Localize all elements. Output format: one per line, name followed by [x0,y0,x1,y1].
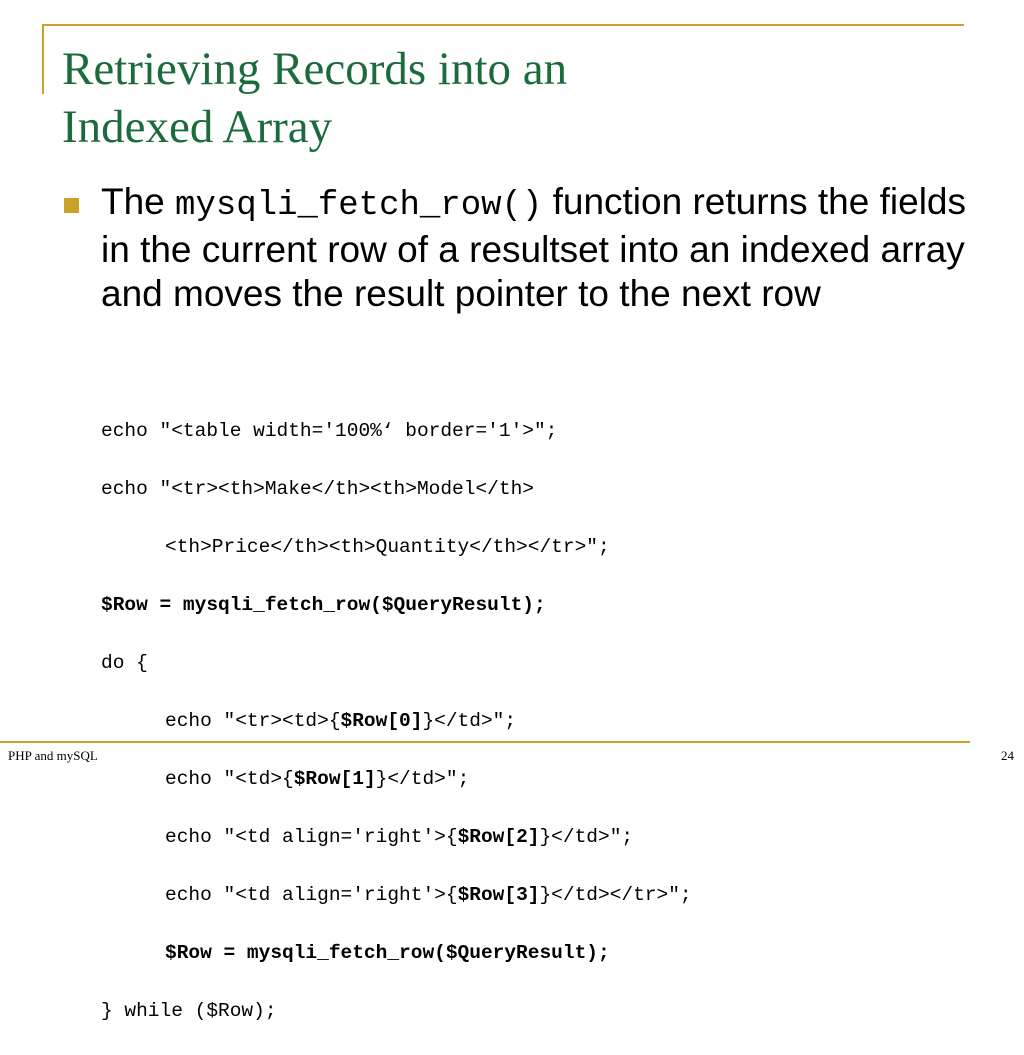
title-line-2: Indexed Array [62,101,333,153]
code-seg: echo "<td align='right'>{ [165,826,458,848]
code-line: $Row = mysqli_fetch_row($QueryResult); [101,939,692,968]
page-number: 24 [1001,748,1014,763]
code-bold: $Row = mysqli_fetch_row($QueryResult); [165,942,610,964]
title-line-1: Retrieving Records into an [62,43,568,95]
code-line: echo "<td align='right'>{$Row[3]}</td></… [101,881,692,910]
left-accent-line [42,24,44,94]
bullet-text-post: function returns the fields in the curre… [101,181,966,314]
top-divider [42,24,964,26]
code-block: echo "<table width='100%‘ border='1'>"; … [101,388,692,1055]
code-bold: $Row[0] [340,710,423,732]
code-line: <th>Price</th><th>Quantity</th></tr>"; [165,536,610,558]
code-seg: }</td>"; [422,710,517,732]
slide-title: Retrieving Records into an Indexed Array [62,40,567,156]
code-seg: }</td></tr>"; [539,884,692,906]
code-line: echo "<table width='100%‘ border='1'>"; [101,420,558,442]
code-bold: $Row = mysqli_fetch_row($QueryResult); [101,594,546,616]
code-line: echo "<tr><td>{$Row[0]}</td>"; [101,707,692,736]
code-line: $Row = mysqli_fetch_row($QueryResult); [101,591,692,620]
code-seg: echo "<td align='right'>{ [165,884,458,906]
code-line: do { [101,652,148,674]
bullet-square-icon [64,198,79,213]
code-seg: echo "<td>{ [165,768,294,790]
code-bold: $Row[3] [457,884,540,906]
bullet-inline-code: mysqli_fetch_row() [175,187,543,225]
code-line: echo "<td align='right'>{$Row[2]}</td>"; [101,823,692,852]
code-line: echo "<tr><th>Make</th><th>Model</th> [101,478,534,500]
footer-title: PHP and mySQL [8,748,98,763]
bottom-divider [0,741,970,743]
code-line: echo "<td>{$Row[1]}</td>"; [101,765,692,794]
code-bold: $Row[2] [457,826,540,848]
code-seg: }</td>"; [375,768,470,790]
bullet-text-pre: The [101,181,176,222]
code-bold: $Row[1] [293,768,376,790]
code-seg: }</td>"; [539,826,634,848]
bullet-text: The mysqli_fetch_row() function returns … [101,180,981,316]
code-line: } while ($Row); [101,1000,277,1022]
code-seg: echo "<tr><td>{ [165,710,341,732]
